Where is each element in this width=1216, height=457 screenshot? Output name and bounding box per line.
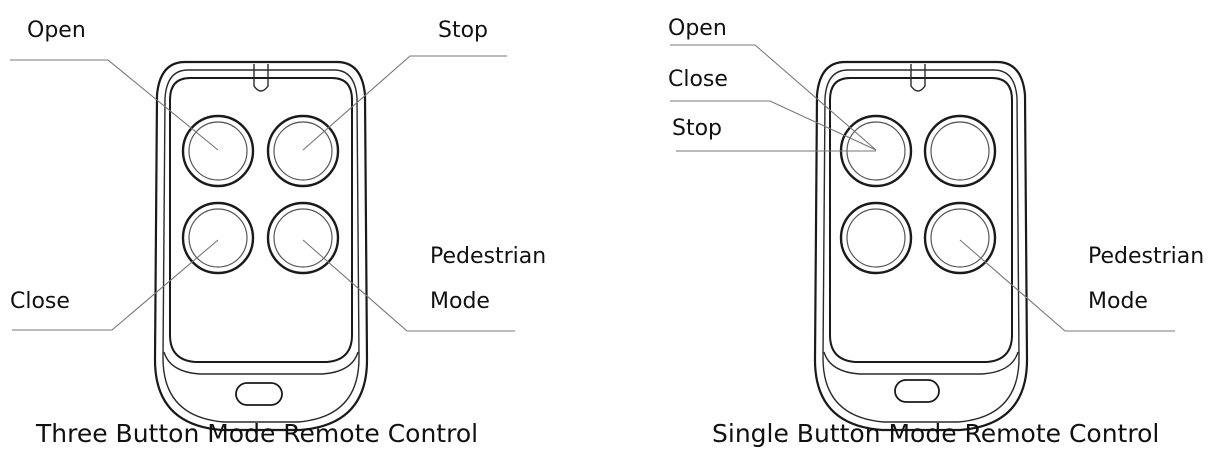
left-leader-close xyxy=(12,239,219,331)
right-remote-top-notch xyxy=(910,64,926,92)
right-remote-shell-inner xyxy=(822,69,1020,423)
left-remote-button-bottom-right[interactable] xyxy=(266,201,340,275)
left-remote-button-top-left[interactable] xyxy=(181,114,255,188)
right-label-stop: Stop xyxy=(672,116,723,141)
right-remote-keyring-slot xyxy=(894,379,940,403)
right-remote-button-panel xyxy=(829,77,1013,363)
left-remote-top-notch xyxy=(253,64,269,92)
left-remote-keyring-slot xyxy=(235,382,283,406)
left-label-pedestrian-line1: Pedestrian xyxy=(430,244,547,269)
right-remote-button-top-right[interactable] xyxy=(923,114,997,188)
right-label-pedestrian-line2: Mode xyxy=(1088,289,1148,314)
left-remote xyxy=(10,55,515,432)
right-label-pedestrian-line1: Pedestrian xyxy=(1088,244,1205,269)
left-remote-button-panel xyxy=(169,77,353,363)
left-remote-shell xyxy=(153,60,369,432)
left-leader-open xyxy=(10,59,219,151)
left-label-close: Close xyxy=(10,289,70,314)
left-remote-lower-seam xyxy=(163,351,359,375)
left-leader-pedestrian xyxy=(302,239,515,332)
right-remote-lower-seam xyxy=(823,351,1019,375)
right-leader-open xyxy=(670,44,877,151)
right-remote-button-bottom-left[interactable] xyxy=(839,201,913,275)
left-label-stop: Stop xyxy=(438,18,489,43)
right-label-open: Open xyxy=(668,16,727,41)
left-caption: Three Button Mode Remote Control xyxy=(36,419,479,448)
left-label-pedestrian-line2: Mode xyxy=(430,289,490,314)
right-label-close: Close xyxy=(668,67,728,92)
right-caption: Single Button Mode Remote Control xyxy=(712,419,1160,448)
left-label-open: Open xyxy=(27,18,86,43)
left-remote-shell-inner xyxy=(162,69,360,423)
right-leader-pedestrian xyxy=(959,239,1175,332)
left-remote-button-top-right[interactable] xyxy=(266,114,340,188)
right-leader-close xyxy=(670,100,877,151)
right-remote-button-bottom-right[interactable] xyxy=(923,201,997,275)
left-leader-stop xyxy=(302,55,507,151)
left-remote-button-bottom-left[interactable] xyxy=(181,201,255,275)
right-remote-shell xyxy=(813,60,1029,432)
right-remote xyxy=(670,44,1175,432)
